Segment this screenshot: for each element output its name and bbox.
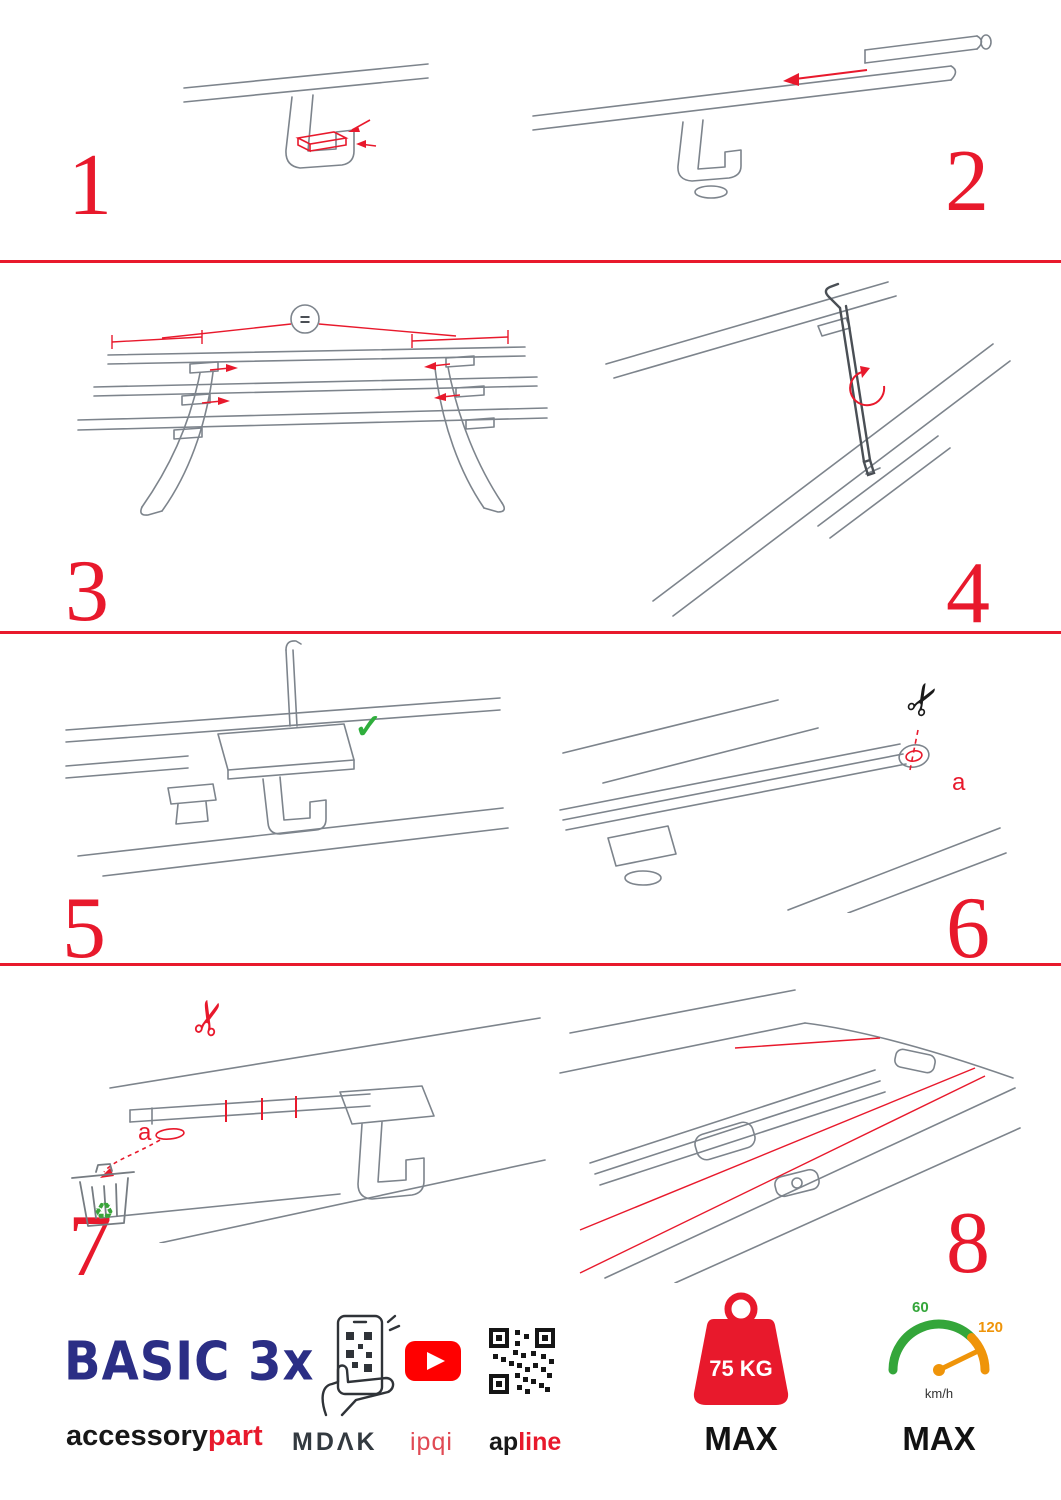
phone-qr-hand-icon (321, 1314, 401, 1417)
speedometer-icon: 60 120 km/h (888, 1299, 1003, 1401)
apline-logo: apline (489, 1428, 561, 1457)
step-7-cut-marks (100, 1096, 297, 1178)
apline-logo-red: line (518, 1428, 562, 1456)
step-8-illustration (559, 989, 1021, 1283)
scissors-icon: ✂ (179, 992, 239, 1043)
max-weight-label: MAX (704, 1420, 778, 1457)
step-3-spacing-marks (111, 323, 509, 405)
step-8-alignment-lines (579, 1037, 986, 1274)
brand-wordmark-red: part (207, 1420, 263, 1452)
step-8-number: 8 (946, 1195, 990, 1292)
speed-unit: km/h (925, 1386, 953, 1401)
youtube-icon (405, 1341, 461, 1381)
step-3-illustration: = (77, 304, 548, 516)
brand-wordmark: accessorypart (66, 1420, 263, 1453)
section-divider (0, 631, 1061, 634)
step-4-illustration (605, 281, 1011, 617)
step-1-illustration (183, 63, 429, 169)
strip-a-label: a (952, 769, 966, 796)
step-2-illustration (532, 34, 992, 199)
step-6-number: 6 (946, 880, 990, 977)
max-weight-icon: 75 KG (693, 1292, 789, 1405)
speed-tick-120: 120 (978, 1319, 1003, 1336)
check-mark-icon: ✓ (354, 708, 383, 746)
step-4-rotate-arrow (849, 366, 886, 407)
scissors-icon: ✂ (894, 678, 952, 727)
step-3-number: 3 (65, 543, 109, 640)
apline-logo-black: ap (489, 1428, 519, 1456)
ipqi-logo: ipqi (410, 1428, 453, 1456)
equal-sign: = (300, 310, 311, 330)
step-2-number: 2 (945, 133, 989, 230)
qr-code (489, 1328, 555, 1394)
step-1-highlight-pad (295, 119, 377, 153)
max-weight-value: 75 KG (709, 1356, 773, 1381)
step-6-illustration: ✂ a (559, 678, 1007, 913)
product-logo: BASIC 3x (64, 1330, 315, 1393)
recycle-icon: ♻ (94, 1198, 115, 1224)
step-2-slide-arrow (783, 69, 868, 86)
allen-key-icon (824, 282, 876, 477)
speed-tick-60: 60 (912, 1299, 929, 1316)
trash-can-icon (71, 1163, 135, 1227)
section-divider (0, 963, 1061, 966)
step-5-number: 5 (62, 880, 106, 977)
step-5-illustration: ✓ (65, 640, 509, 877)
step-6-cut-zone (905, 729, 923, 771)
brand-wordmark-black: accessory (66, 1420, 208, 1452)
max-speed-label: MAX (902, 1420, 976, 1457)
step-7-illustration: ✂ a ♻ (71, 992, 546, 1243)
equal-spacing-badge: = (290, 304, 320, 334)
step-4-number: 4 (946, 545, 990, 642)
strip-a-label: a (138, 1119, 152, 1146)
step-1-number: 1 (68, 137, 112, 234)
section-divider (0, 260, 1061, 263)
mdak-logo: MDΛK (292, 1428, 378, 1456)
